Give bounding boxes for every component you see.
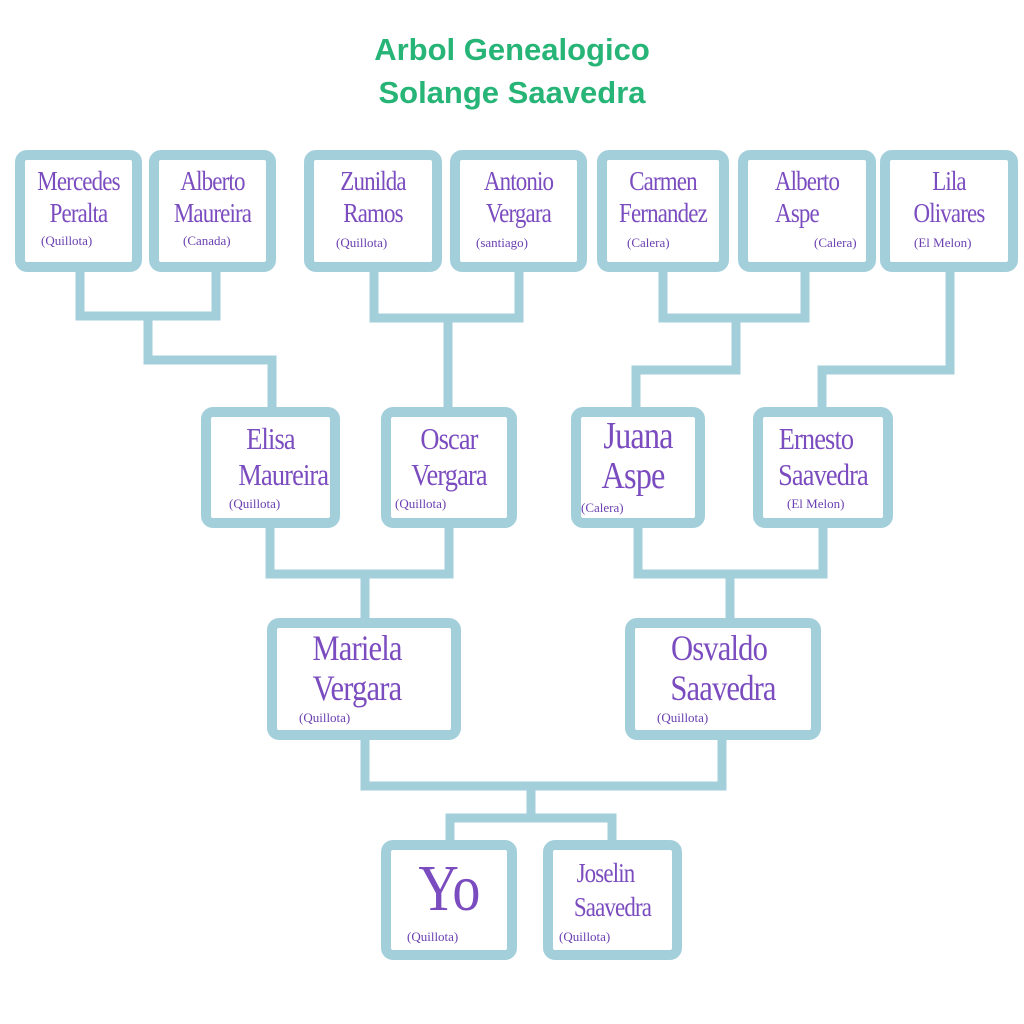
first-name: Elisa — [246, 421, 295, 456]
connector — [75, 270, 221, 321]
person-lila-olivares: Lila Olivares (El Melon) — [880, 150, 1018, 272]
person-joselin-saavedra: Joselin Saavedra (Quillota) — [543, 840, 682, 960]
person-carmen-fernandez: Carmen Fernandez (Calera) — [597, 150, 729, 272]
place: (El Melon) — [787, 496, 845, 511]
place: (Quillota) — [229, 496, 281, 511]
person-yo: Yo (Quillota) — [381, 840, 517, 960]
place: (Quillota) — [395, 496, 447, 511]
first-name: Mariela — [312, 628, 402, 668]
last-name: Aspe — [775, 198, 820, 228]
connector — [631, 318, 741, 410]
connector — [633, 526, 828, 579]
last-name: Maureira — [238, 457, 329, 492]
place: (Quillota) — [41, 233, 93, 248]
person-zunilda-ramos: Zunilda Ramos (Quillota) — [304, 150, 442, 272]
first-name: Ernesto — [778, 421, 854, 456]
first-name: Antonio — [483, 166, 554, 196]
place: (Calera) — [814, 235, 857, 250]
last-name: Ramos — [343, 198, 403, 228]
first-name: Joselin — [576, 858, 636, 888]
connector — [369, 270, 524, 323]
place: (santiago) — [476, 235, 528, 250]
last-name: Saavedra — [778, 457, 869, 492]
title-line-1: Arbol Genealogico — [374, 32, 650, 67]
person-alberto-maureira: Alberto Maureira (Canada) — [149, 150, 276, 272]
last-name: Fernandez — [619, 198, 708, 228]
place: (Quillota) — [336, 235, 388, 250]
connector — [658, 270, 810, 323]
first-name: Oscar — [420, 421, 478, 456]
person-osvaldo-saavedra: Osvaldo Saavedra (Quillota) — [625, 618, 821, 740]
place: (El Melon) — [914, 235, 972, 250]
first-name: Juana — [603, 415, 673, 457]
connector — [143, 316, 277, 410]
last-name: Vergara — [312, 668, 402, 708]
last-name: Maureira — [173, 198, 252, 228]
first-name: Osvaldo — [670, 628, 768, 668]
place: (Quillota) — [657, 710, 709, 725]
last-name: Peralta — [49, 198, 109, 228]
last-name: Vergara — [411, 457, 487, 492]
first-name: Yo — [418, 852, 480, 925]
place: (Calera) — [627, 235, 670, 250]
person-mariela-vergara: Mariela Vergara (Quillota) — [267, 618, 461, 740]
first-name: Alberto — [774, 166, 840, 196]
last-name: Saavedra — [573, 892, 652, 922]
first-name: Carmen — [629, 166, 697, 196]
place: (Quillota) — [407, 929, 459, 944]
first-name: Zunilda — [340, 166, 406, 196]
first-name: Lila — [932, 166, 966, 196]
place: (Quillota) — [299, 710, 351, 725]
title-line-2: Solange Saavedra — [378, 75, 646, 110]
place: (Calera) — [581, 500, 624, 515]
person-juana-aspe: Juana Aspe (Calera) — [571, 407, 705, 528]
connector — [265, 526, 454, 579]
person-antonio-vergara: Antonio Vergara (santiago) — [450, 150, 587, 272]
person-elisa-maureira: Elisa Maureira (Quillota) — [201, 407, 340, 528]
person-mercedes-peralta: Mercedes Peralta (Quillota) — [15, 150, 142, 272]
last-name: Vergara — [486, 198, 552, 228]
person-oscar-vergara: Oscar Vergara (Quillota) — [381, 407, 517, 528]
first-name: Alberto — [180, 166, 245, 196]
place: (Quillota) — [559, 929, 611, 944]
person-alberto-aspe: Alberto Aspe (Calera) — [738, 150, 876, 272]
last-name: Olivares — [913, 198, 986, 228]
last-name: Saavedra — [670, 668, 776, 708]
connector — [360, 738, 727, 791]
place: (Canada) — [183, 233, 231, 248]
first-name: Mercedes — [37, 166, 120, 196]
connector — [817, 270, 955, 410]
last-name: Aspe — [601, 455, 665, 497]
connector — [445, 813, 617, 842]
person-ernesto-saavedra: Ernesto Saavedra (El Melon) — [753, 407, 893, 528]
